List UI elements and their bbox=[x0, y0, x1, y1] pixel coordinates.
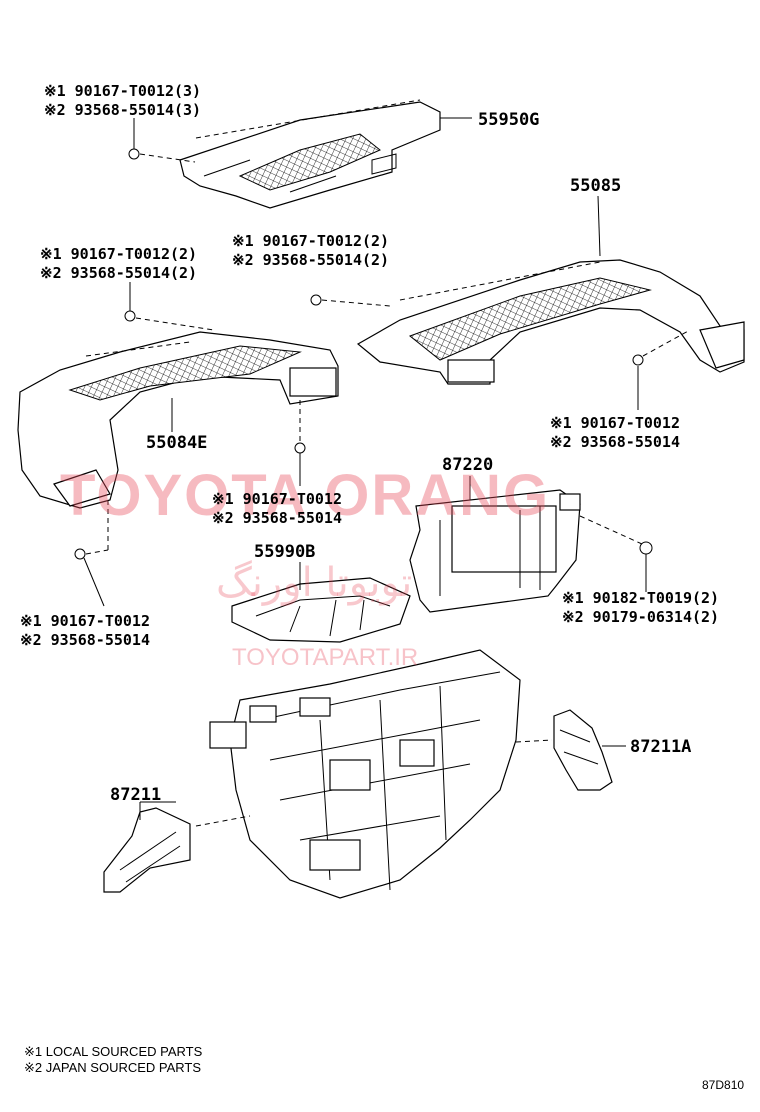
register-87220 bbox=[409, 476, 653, 613]
vent-55990B bbox=[231, 562, 411, 643]
fastener-callout-5-line2: ※2 93568-55014 bbox=[212, 509, 342, 527]
fastener-callout-4-line2: ※2 93568-55014 bbox=[550, 433, 680, 451]
watermark-url: TOYOTAPART.IR bbox=[232, 644, 419, 671]
side-duct-55085 bbox=[310, 195, 745, 410]
side-cover-87211 bbox=[103, 801, 191, 893]
part-number-55085: 55085 bbox=[570, 176, 622, 196]
watermark-brand: TOYOTA ORANG bbox=[60, 463, 551, 528]
part-number-87211A: 87211A bbox=[630, 737, 692, 757]
legend-local-sourced: ※1 LOCAL SOURCED PARTS bbox=[24, 1044, 203, 1059]
fastener-callout-2-line2: ※2 93568-55014(2) bbox=[40, 264, 198, 282]
side-duct-55084E bbox=[17, 282, 339, 607]
fastener-callout-6-line1: ※1 90167-T0012 bbox=[20, 612, 150, 630]
fastener-callout-5-line1: ※1 90167-T0012 bbox=[212, 490, 342, 508]
fastener-callout-1-line1: ※1 90167-T0012(3) bbox=[44, 82, 202, 100]
fastener-callout-4-line1: ※1 90167-T0012 bbox=[550, 414, 680, 432]
fastener-callout-7-line1: ※1 90182-T0019(2) bbox=[562, 589, 720, 607]
part-number-87211: 87211 bbox=[110, 785, 162, 805]
part-number-55990B: 55990B bbox=[254, 542, 316, 562]
defroster-duct-55950G bbox=[128, 99, 472, 209]
fastener-callout-2-line1: ※1 90167-T0012(2) bbox=[40, 245, 198, 263]
fastener-callout-3-line1: ※1 90167-T0012(2) bbox=[232, 232, 390, 250]
side-cover-87211A bbox=[553, 709, 626, 791]
legend-japan-sourced: ※2 JAPAN SOURCED PARTS bbox=[24, 1060, 202, 1075]
watermark-persian: تویوتا اورنگ bbox=[216, 560, 413, 606]
heater-unit bbox=[195, 649, 553, 899]
fastener-callout-1-line2: ※2 93568-55014(3) bbox=[44, 101, 202, 119]
fastener-callout-6-line2: ※2 93568-55014 bbox=[20, 631, 150, 649]
part-number-55950G: 55950G bbox=[478, 110, 540, 130]
part-number-55084E: 55084E bbox=[146, 433, 208, 453]
part-number-87220: 87220 bbox=[442, 455, 494, 475]
fastener-callout-7-line2: ※2 90179-06314(2) bbox=[562, 608, 720, 626]
fastener-callout-3-line2: ※2 93568-55014(2) bbox=[232, 251, 390, 269]
diagram-code: 87D810 bbox=[702, 1078, 745, 1092]
